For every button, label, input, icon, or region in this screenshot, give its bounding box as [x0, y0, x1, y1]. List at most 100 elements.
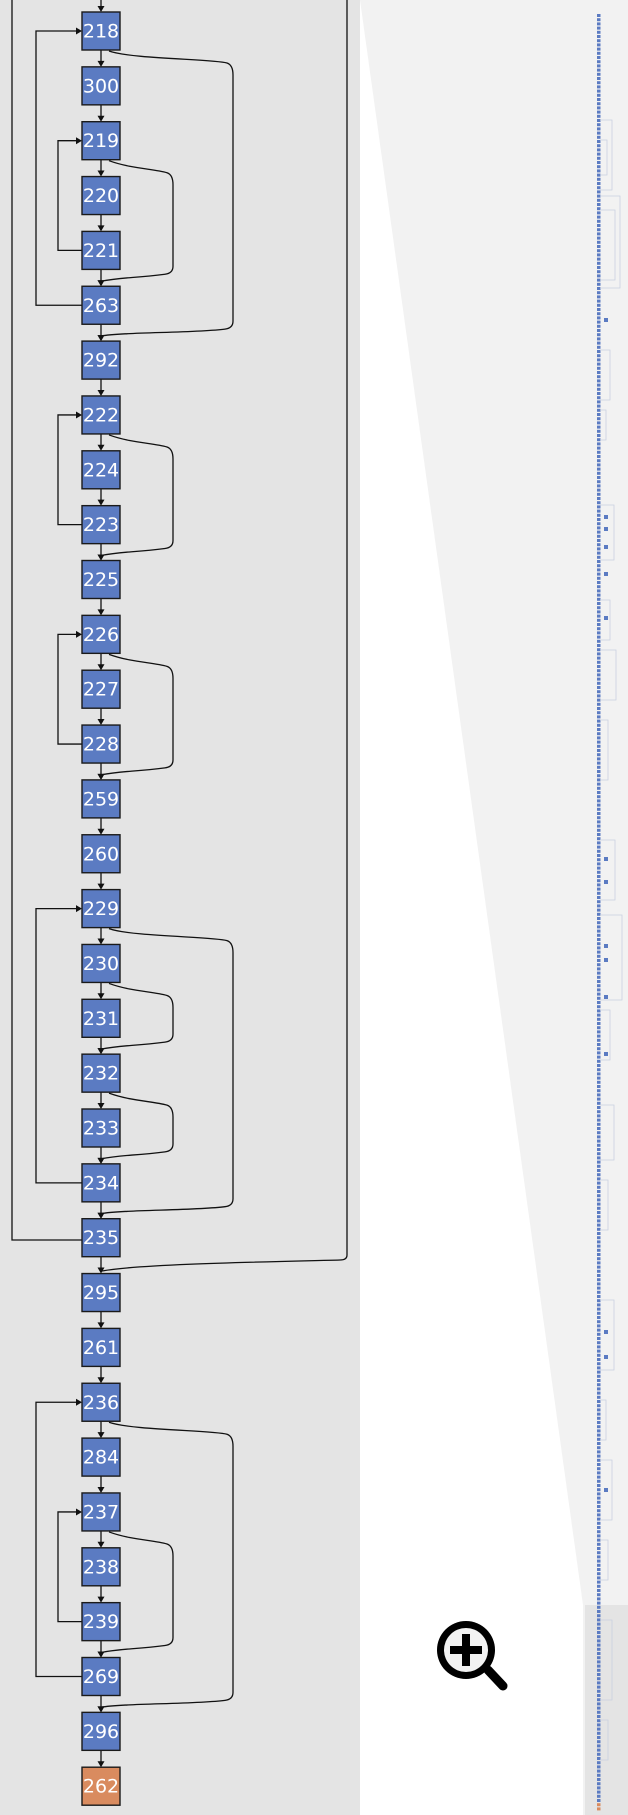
nodes-layer: 218 300 219 220 221 263 292 222 224 223 225 226 227 2…: [81, 11, 121, 1806]
minimap-edge: [600, 139, 608, 176]
minimap-edge-lines: [600, 119, 623, 1761]
minimap-node: [597, 156, 601, 160]
node-box: [81, 1163, 121, 1203]
node-230[interactable]: 230: [81, 943, 121, 984]
minimap-node: [597, 896, 601, 899]
minimap-node: [597, 207, 601, 211]
node-238[interactable]: 238: [81, 1547, 121, 1587]
minimap-edge: [600, 599, 611, 641]
node-box: [81, 1601, 121, 1642]
node-300[interactable]: 300: [81, 66, 121, 106]
node-284[interactable]: 284: [81, 1437, 121, 1477]
node-box: [81, 888, 121, 929]
node-label: 230: [83, 953, 119, 975]
node-235[interactable]: 235: [81, 1217, 121, 1258]
minimap-node: [597, 551, 601, 555]
node-label: 222: [83, 404, 119, 426]
node-259[interactable]: 259: [81, 779, 121, 819]
edge-296-262-arrow: [97, 1761, 105, 1768]
node-262[interactable]: 262: [81, 1766, 121, 1806]
node-label: 237: [83, 1501, 119, 1523]
node-263[interactable]: 263: [81, 285, 121, 325]
minimap-edge: [600, 209, 616, 281]
minimap-node: [597, 1416, 601, 1420]
minimap-node: [597, 467, 601, 471]
minimap-viewport-indicator[interactable]: [585, 1605, 628, 1815]
minimap-node: [597, 824, 601, 828]
node-box: [81, 285, 121, 325]
minimap-node: [597, 98, 601, 101]
node-295[interactable]: 295: [81, 1272, 121, 1313]
node-296[interactable]: 296: [81, 1711, 121, 1752]
minimap-node: [597, 26, 601, 30]
minimap-node: [597, 908, 601, 912]
node-label: 232: [83, 1063, 119, 1085]
minimap-node: [597, 870, 601, 874]
minimap[interactable]: [585, 14, 628, 1815]
node-225[interactable]: 225: [81, 559, 121, 600]
minimap-node: [597, 1479, 601, 1483]
minimap-node: [597, 1547, 601, 1550]
minimap-node: [597, 1631, 601, 1634]
minimap-node: [597, 1782, 601, 1786]
minimap-edge: [600, 1299, 615, 1371]
minimap-node: [597, 186, 601, 190]
skip-edge-230-232-arrow: [97, 1048, 105, 1055]
node-232[interactable]: 232: [81, 1053, 121, 1093]
minimap-node: [597, 1761, 601, 1765]
node-231[interactable]: 231: [81, 998, 121, 1038]
minimap-node: [597, 833, 601, 836]
minimap-node: [597, 1135, 601, 1139]
minimap-node: [597, 1080, 601, 1084]
minimap-node: [597, 656, 601, 660]
node-233[interactable]: 233: [81, 1108, 121, 1148]
node-239[interactable]: 239: [81, 1601, 121, 1642]
node-269[interactable]: 269: [81, 1656, 121, 1697]
minimap-node: [597, 555, 601, 559]
node-226[interactable]: 226: [81, 614, 121, 655]
minimap-node: [597, 635, 601, 639]
node-234[interactable]: 234: [81, 1163, 121, 1203]
minimap-node: [597, 1303, 601, 1307]
minimap-node: [597, 219, 601, 223]
node-221[interactable]: 221: [81, 230, 121, 271]
back-edge-223-222: [57, 414, 82, 526]
node-223[interactable]: 223: [81, 504, 121, 545]
node-220[interactable]: 220: [81, 175, 121, 216]
node-224[interactable]: 224: [81, 450, 121, 490]
edge-232-233-arrow: [97, 1103, 105, 1109]
minimap-node: [597, 782, 601, 786]
minimap-node: [597, 1055, 601, 1059]
minimap-node: [597, 786, 601, 790]
back-edge-223-222-arrow: [76, 411, 82, 419]
minimap-node: [597, 1391, 601, 1395]
node-228[interactable]: 228: [81, 724, 121, 764]
node-229[interactable]: 229: [81, 888, 121, 929]
minimap-node: [597, 1513, 601, 1517]
node-222[interactable]: 222: [81, 395, 121, 435]
node-box: [81, 943, 121, 984]
minimap-node: [597, 732, 601, 736]
minimap-node: [597, 711, 601, 715]
node-237[interactable]: 237: [81, 1492, 121, 1532]
node-261[interactable]: 261: [81, 1327, 121, 1368]
node-219[interactable]: 219: [81, 120, 121, 161]
node-260[interactable]: 260: [81, 834, 121, 874]
minimap-node: [597, 270, 601, 274]
node-236[interactable]: 236: [81, 1382, 121, 1422]
zoom-in-button[interactable]: [437, 1621, 508, 1691]
node-label: 226: [83, 624, 119, 646]
node-292[interactable]: 292: [81, 340, 121, 380]
minimap-node: [597, 669, 601, 673]
minimap-node: [597, 320, 601, 324]
node-box: [81, 120, 121, 161]
node-218[interactable]: 218: [81, 11, 121, 51]
minimap-node: [597, 358, 601, 362]
minimap-node: [597, 110, 601, 114]
minimap-node: [597, 585, 601, 589]
minimap-node: [597, 799, 601, 803]
node-box: [81, 834, 121, 874]
minimap-node: [597, 1748, 601, 1752]
minimap-node: [597, 1589, 601, 1592]
node-227[interactable]: 227: [81, 669, 121, 709]
